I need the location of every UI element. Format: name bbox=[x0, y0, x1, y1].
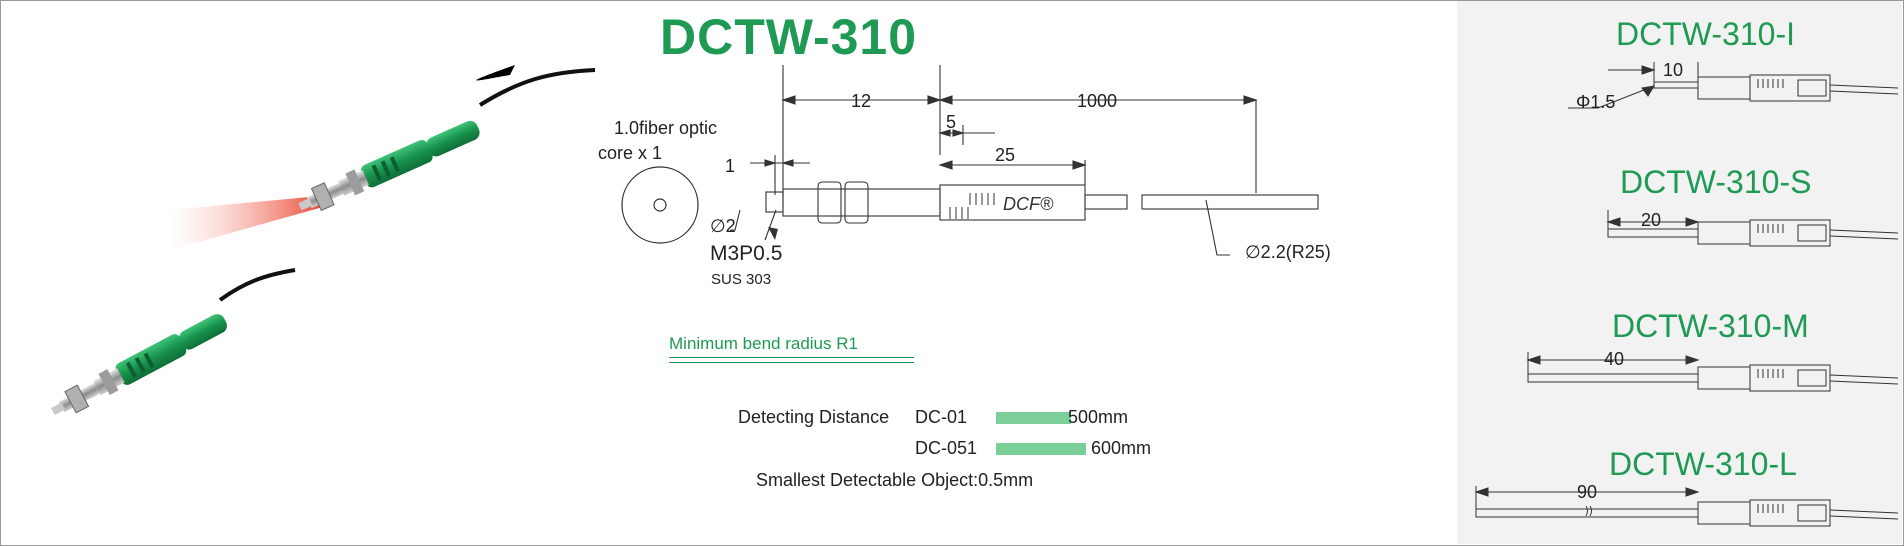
smallest-object-spec: Smallest Detectable Object:0.5mm bbox=[756, 470, 1034, 490]
dim-12: 12 bbox=[851, 91, 872, 111]
detect-row-2-value: 600mm bbox=[1091, 438, 1152, 458]
dim-1: 1 bbox=[725, 156, 736, 176]
fiber-label-line1: 1.0fiber optic bbox=[614, 118, 718, 138]
detect-distance-label: Detecting Distance bbox=[738, 407, 890, 427]
detect-row-2-bar bbox=[996, 443, 1086, 455]
right-panel bbox=[1457, 1, 1902, 544]
left-panel bbox=[1, 1, 1456, 544]
fiber-core-cross-section bbox=[621, 166, 699, 244]
dim-phi2: ∅2 bbox=[710, 216, 736, 236]
dim-5: 5 bbox=[946, 112, 957, 132]
bend-underline-2 bbox=[669, 362, 914, 363]
variant-s-dim: 20 bbox=[1641, 210, 1662, 230]
detect-row-1-value: 500mm bbox=[1068, 407, 1129, 427]
detect-row-2-model: DC-051 bbox=[915, 438, 978, 458]
variant-drawings bbox=[1474, 62, 1899, 527]
bend-underline-1 bbox=[669, 357, 914, 358]
detect-row-1-model: DC-01 bbox=[915, 407, 968, 427]
variant-l-title: DCTW-310-L bbox=[1609, 446, 1797, 482]
bend-radius-note: Minimum bend radius R1 bbox=[669, 334, 858, 353]
material-spec: SUS 303 bbox=[711, 271, 772, 288]
variant-m-dim: 40 bbox=[1604, 349, 1625, 369]
variant-m-title: DCTW-310-M bbox=[1612, 308, 1809, 344]
dim-25: 25 bbox=[995, 145, 1016, 165]
thread-spec: M3P0.5 bbox=[710, 242, 783, 265]
variant-l-dim: 90 bbox=[1577, 482, 1598, 502]
cable-spec: ∅2.2(R25) bbox=[1245, 242, 1331, 262]
product-photo bbox=[50, 65, 596, 416]
variant-i-title: DCTW-310-I bbox=[1616, 16, 1795, 52]
fiber-label-line2: core x 1 bbox=[598, 143, 663, 163]
main-title: DCTW-310 bbox=[660, 9, 918, 65]
variant-s-title: DCTW-310-S bbox=[1620, 164, 1812, 200]
variant-i-diameter: Φ1.5 bbox=[1576, 92, 1616, 112]
variant-i-dim: 10 bbox=[1663, 60, 1684, 80]
main-dimension-drawing: DCF® bbox=[730, 65, 1319, 256]
logo-dcf: DCF® bbox=[1003, 194, 1054, 214]
detect-row-1-bar bbox=[996, 412, 1071, 424]
dim-1000: 1000 bbox=[1077, 91, 1118, 111]
